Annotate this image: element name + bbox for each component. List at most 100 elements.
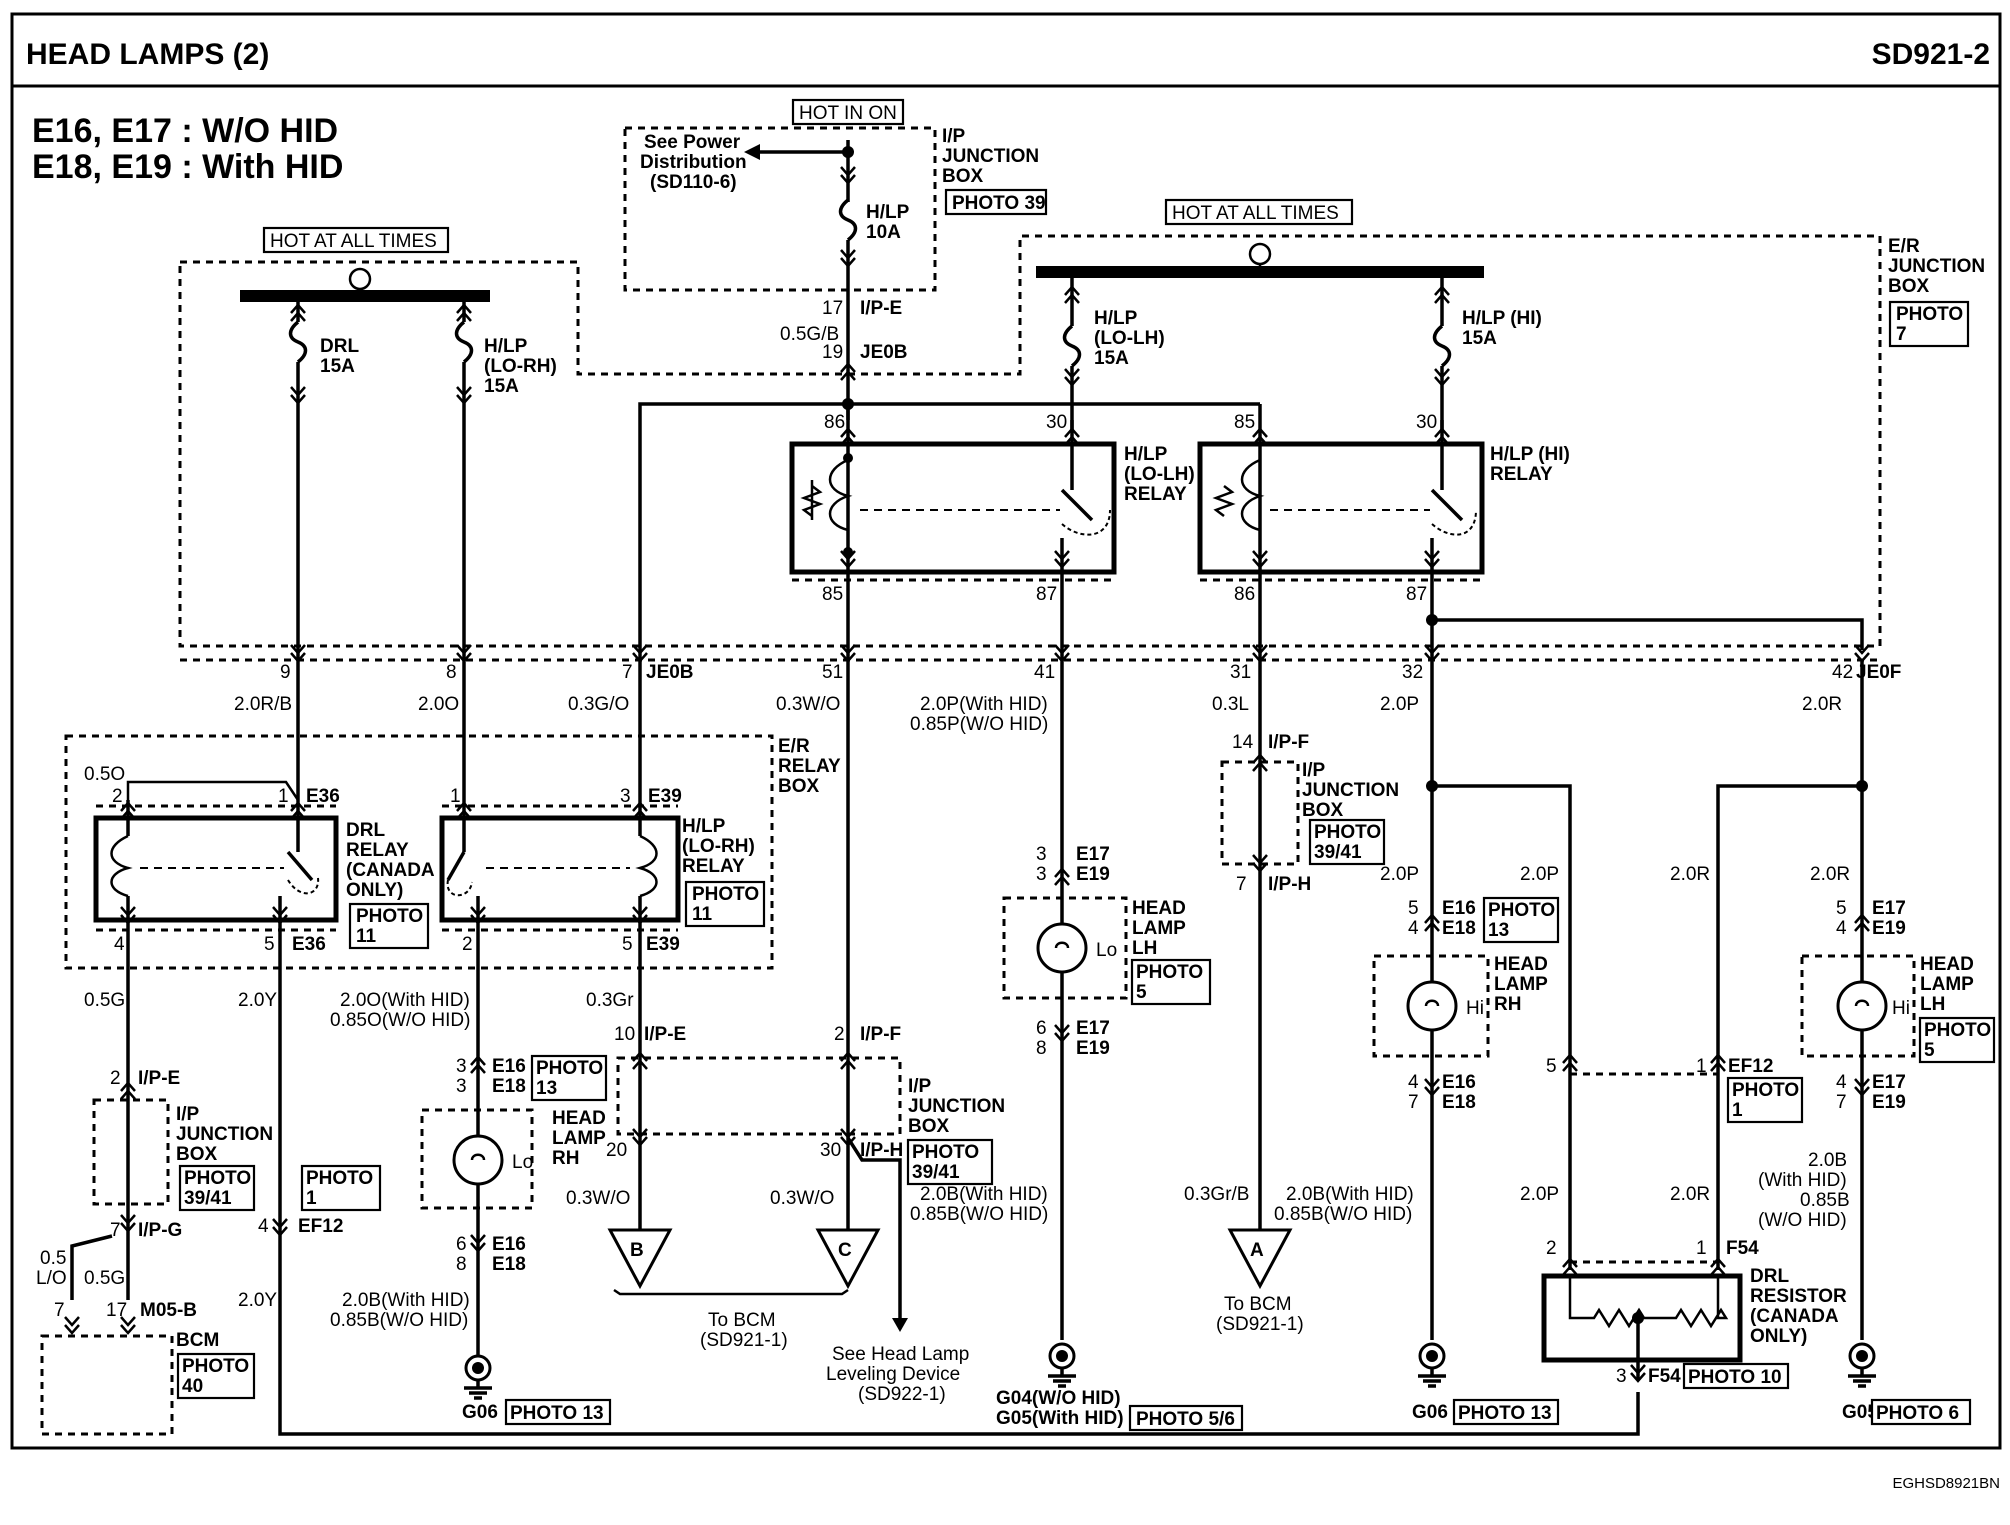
wire-20y-b: 2.0Y <box>238 1290 277 1311</box>
pin-e19-4: 4 <box>1836 918 1847 939</box>
pin-e39-3: 3 <box>620 786 631 807</box>
conn-f54: F54 <box>1726 1238 1759 1259</box>
hlp10-l2: 10A <box>866 222 901 243</box>
relay-lolh-l1: H/LP <box>1124 444 1168 465</box>
hot-all-right-label: HOT AT ALL TIMES <box>1172 203 1339 224</box>
pin-e17-5: 5 <box>1836 898 1847 919</box>
er-relay-l1: E/R <box>778 736 810 757</box>
pin-c41: 41 <box>1034 662 1055 683</box>
conn-je0b: JE0B <box>646 662 694 683</box>
lamp-lh-lo-photo-l2: 5 <box>1136 982 1147 1003</box>
drl-resistor: 5 1 EF12 PHOTO 1 2.0P 2.0R 2 1 F54 3 F54… <box>1520 1053 1847 1390</box>
wire-05g: 0.5G <box>84 990 125 1011</box>
wire-20o: 2.0O <box>418 694 459 715</box>
pin-e18-8: 8 <box>456 1254 467 1275</box>
pin-iph-7: 7 <box>1236 874 1247 895</box>
er-junction-box: E/R JUNCTION BOX PHOTO 7 <box>178 234 1985 648</box>
lamp-lh-hi-photo-l1: PHOTO <box>1924 1020 1991 1041</box>
pin-e17-6: 6 <box>1036 1018 1047 1039</box>
wire-085b-c: 0.85B(W/O HID) <box>1274 1204 1412 1225</box>
conn-e19c: E19 <box>1872 918 1906 939</box>
conn-ipe-c: I/P-E <box>644 1024 686 1045</box>
lorh-relay-l2: (LO-RH) <box>682 836 755 857</box>
resistor-l1: DRL <box>1750 1266 1789 1287</box>
ref-a-path: 14 I/P-F I/P JUNCTION BOX PHOTO 39/41 7 … <box>1184 660 1414 1335</box>
hlp-hi-relay: 85 30 86 87 H/LP (HI) RELAY <box>1197 404 1570 660</box>
leveling-l3: (SD922-1) <box>858 1384 946 1405</box>
ef12b-photo-l1: PHOTO <box>1732 1080 1799 1101</box>
er-jb-l2: JUNCTION <box>1888 256 1985 277</box>
drl-relay-l3: (CANADA <box>346 860 435 881</box>
ground-g05b-photo: PHOTO 6 <box>1876 1403 1959 1424</box>
wire-085b-b: 0.85B(W/O HID) <box>910 1204 1048 1225</box>
head-lamp-rh-hi: 2.0P 2.0P 5 E16 4 E18 PHOTO 13 Hi HEAD L… <box>1372 660 1572 1426</box>
conn-e39: E39 <box>648 786 682 807</box>
er-photo-l2: 7 <box>1896 324 1907 345</box>
resistor-l4: ONLY) <box>1750 1326 1807 1347</box>
connector-row-pins: 9 8 7 JE0B 51 41 31 32 42 JE0F <box>280 643 1901 683</box>
pin-c32: 32 <box>1402 662 1423 683</box>
pin-ipg-7: 7 <box>110 1220 121 1241</box>
pin-e18-4: 4 <box>1408 918 1419 939</box>
ip-jb-mid-l3: BOX <box>908 1116 950 1137</box>
hot-all-left-label: HOT AT ALL TIMES <box>270 231 437 252</box>
conn-e36b: E36 <box>292 934 326 955</box>
lorh-relay-l1: H/LP <box>682 816 726 837</box>
drl-relay-l2: RELAY <box>346 840 409 861</box>
pin-85b: 85 <box>1234 412 1255 433</box>
lamp-lh-hi-l3: LH <box>1920 994 1945 1015</box>
lamp-lh-lo-l2: LAMP <box>1132 918 1186 939</box>
lamp-rh-lo-l3: RH <box>552 1148 579 1169</box>
hlp-10a-fuse: H/LP 10A 17 I/P-E 0.5G/B 19 JE0B <box>780 140 910 420</box>
pin-c7: 7 <box>622 662 633 683</box>
lamp-rh-hi-tag: Hi <box>1466 998 1484 1019</box>
conn-ipf: I/P-F <box>1268 732 1309 753</box>
conn-e36: E36 <box>306 786 340 807</box>
lamp-rh-hi-l2: LAMP <box>1494 974 1548 995</box>
pin-m05-17: 17 <box>106 1300 127 1321</box>
ef12b-photo-l2: 1 <box>1732 1100 1743 1121</box>
ref-a: A <box>1250 1240 1264 1261</box>
er-relay-l2: RELAY <box>778 756 841 777</box>
hlp-lolh-l1: H/LP <box>1094 308 1138 329</box>
pin-85a: 85 <box>822 584 843 605</box>
wire-20r-b: 2.0R <box>1670 864 1710 885</box>
conn-e17c: E17 <box>1872 898 1906 919</box>
pin-30c: 30 <box>820 1140 841 1161</box>
leveling-l1: See Head Lamp <box>832 1344 969 1365</box>
ground-g06b: G06 <box>1412 1402 1448 1423</box>
conn-f54b: F54 <box>1648 1366 1681 1387</box>
conn-e39b: E39 <box>646 934 680 955</box>
wire-20o-hid: 2.0O(With HID) <box>340 990 470 1011</box>
pin-f54-2: 2 <box>1546 1238 1557 1259</box>
lamp-lh-lo-l3: LH <box>1132 938 1157 959</box>
lamp-rh-hi-l3: RH <box>1494 994 1521 1015</box>
conn-ipe-b: I/P-E <box>138 1068 180 1089</box>
pin-c51: 51 <box>822 662 843 683</box>
ef12-path: 4 EF12 PHOTO 1 2.0Y <box>238 1164 1640 1436</box>
hot-in-on-label: HOT IN ON <box>799 103 897 124</box>
er-jb-l1: E/R <box>1888 236 1920 257</box>
ip-jb-top-l2: JUNCTION <box>942 146 1039 167</box>
ip-junction-box-top: HOT IN ON See Power Distribution (SD110-… <box>623 98 1048 292</box>
pin-e16-5: 5 <box>1408 898 1419 919</box>
pin-20: 20 <box>606 1140 627 1161</box>
ground-g05: G05(With HID) <box>996 1408 1124 1429</box>
ip-jb-mid-l1: I/P <box>908 1076 932 1097</box>
wire-03go: 0.3G/O <box>568 694 629 715</box>
figure-code: EGHSD8921BN <box>1892 1475 2000 1492</box>
drl15-l1: DRL <box>320 336 359 357</box>
see-power-line3: (SD110-6) <box>650 172 737 193</box>
ip-jb-right-l3: BOX <box>1302 800 1344 821</box>
hlp-hi-l2: 15A <box>1462 328 1497 349</box>
photo-3941-a-l1: PHOTO <box>912 1142 979 1163</box>
lamp-lh-hi-photo-l2: 5 <box>1924 1040 1935 1061</box>
resistor-l2: RESISTOR <box>1750 1286 1847 1307</box>
lorh-photo-l2: 11 <box>692 904 713 925</box>
pin-e18-3: 3 <box>456 1076 467 1097</box>
hlp-lorh-l1: H/LP <box>484 336 528 357</box>
conn-e18: E18 <box>1442 918 1476 939</box>
leveling-l2: Leveling Device <box>826 1364 960 1385</box>
wire-20b-e: 2.0B <box>1808 1150 1847 1171</box>
ip-jb-mid-l2: JUNCTION <box>908 1096 1005 1117</box>
